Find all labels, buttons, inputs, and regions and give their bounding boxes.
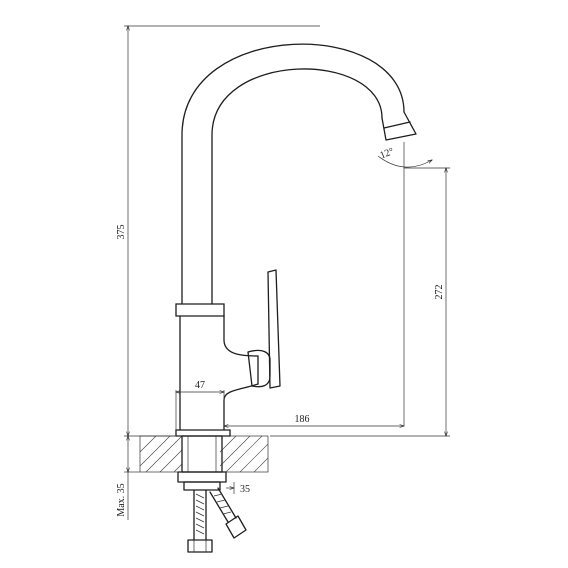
dimension-overall-height: 375: [116, 26, 320, 436]
dim-base-diameter-label: 47: [195, 380, 205, 391]
dim-max-thickness-label: Max. 35: [116, 483, 127, 516]
dimension-base-diameter: 47: [176, 380, 224, 430]
dim-spout-reach-label: 186: [295, 414, 310, 425]
dim-overall-height-label: 375: [116, 225, 127, 240]
faucet-body: [175, 43, 417, 437]
dimension-spout-angle: 12°: [377, 142, 432, 426]
countertop-section: [139, 435, 269, 473]
dimension-max-thickness: Max. 35: [116, 436, 140, 520]
dim-shank-diameter-label: 35: [240, 484, 250, 495]
dimension-shank-diameter: 35: [226, 482, 250, 495]
dimension-spout-reach: 186: [224, 414, 404, 426]
dim-spout-height-label: 272: [434, 285, 445, 300]
dimension-spout-height: 272: [270, 168, 450, 436]
dim-spout-angle-label: 12°: [379, 146, 396, 161]
mounting-hardware: [177, 435, 247, 553]
